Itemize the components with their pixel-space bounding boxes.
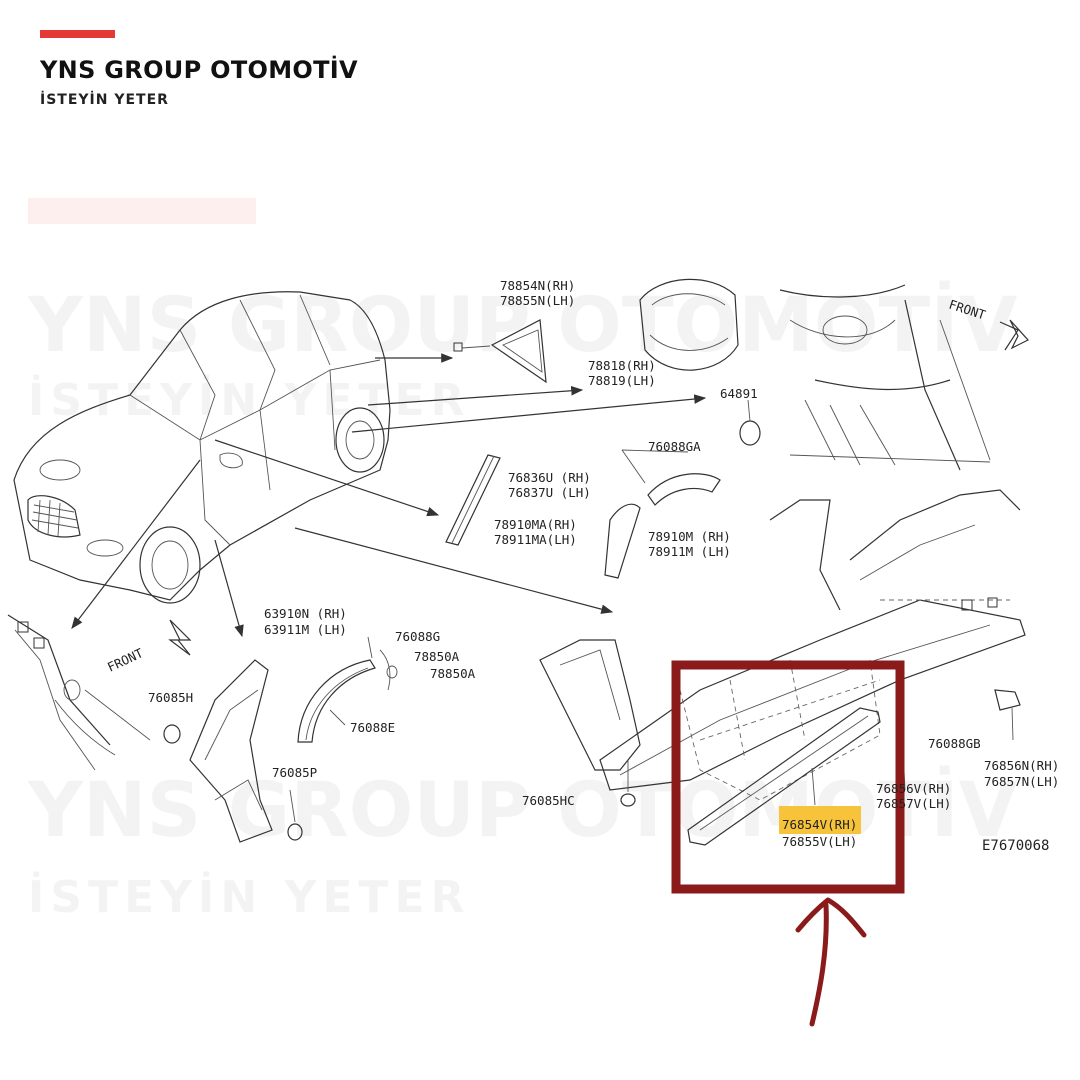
label-76088GB: 76088GB <box>928 736 981 751</box>
part-labels: 78854N(RH) 78855N(LH) 78818(RH) 78819(LH… <box>105 278 1059 854</box>
part-plug <box>739 420 761 446</box>
label-76855V: 76855V(LH) <box>782 834 857 849</box>
part-wheel-arch-liner <box>639 278 739 371</box>
label-76857V: 76857V(LH) <box>876 796 951 811</box>
label-76088GA: 76088GA <box>648 439 701 454</box>
hand-drawn-arrow <box>795 897 867 1027</box>
label-78818: 78818(RH) <box>588 358 656 373</box>
label-63910N: 63910N (RH) <box>264 606 347 621</box>
label-76088G: 76088G <box>395 629 440 644</box>
part-pillar-strip <box>445 454 501 546</box>
label-76837U: 76837U (LH) <box>508 485 591 500</box>
label-78850A-1: 78850A <box>414 649 460 664</box>
pink-strip <box>28 198 256 224</box>
detail-front-top-right <box>779 284 1029 471</box>
detail-front-left <box>7 614 192 771</box>
part-triangle-trim <box>453 319 547 384</box>
diagram-code: E7670068 <box>982 838 1049 854</box>
leader-arrows <box>71 353 707 638</box>
label-76856V: 76856V(RH) <box>876 781 951 796</box>
brand-name: YNS GROUP OTOMOTİV <box>40 56 358 84</box>
part-center-pillar <box>189 659 303 843</box>
label-63911M: 63911M (LH) <box>264 622 347 637</box>
label-76085H: 76085H <box>148 690 193 705</box>
part-fender-flare <box>297 636 398 743</box>
part-number-highlight <box>779 806 861 834</box>
label-78819: 78819(LH) <box>588 373 656 388</box>
label-76085HC: 76085HC <box>522 793 575 808</box>
label-76854V: 76854V(RH) <box>782 817 857 832</box>
label-64891: 64891 <box>720 386 758 401</box>
label-78855N: 78855N(LH) <box>500 293 575 308</box>
label-78910MA: 78910MA(RH) <box>494 517 577 532</box>
label-78911M: 78911M (LH) <box>648 544 731 559</box>
car-illustration <box>13 291 391 604</box>
label-76085P: 76085P <box>272 765 317 780</box>
label-78910M: 78910M (RH) <box>648 529 731 544</box>
label-76088E: 76088E <box>350 720 395 735</box>
rocker-sill-assembly <box>539 489 1026 846</box>
brand-tagline: İSTEYİN YETER <box>40 92 169 108</box>
part-arch-pieces <box>604 449 721 579</box>
label-78911MA: 78911MA(LH) <box>494 532 577 547</box>
brand-accent-bar <box>40 30 115 38</box>
label-78854N: 78854N(RH) <box>500 278 575 293</box>
label-76836U: 76836U (RH) <box>508 470 591 485</box>
label-76857N: 76857N(LH) <box>984 774 1059 789</box>
label-78850A-2: 78850A <box>430 666 476 681</box>
label-front-left: FRONT <box>105 645 146 675</box>
selection-frame <box>671 660 905 894</box>
label-front-top: FRONT <box>947 297 988 323</box>
label-76856N: 76856N(RH) <box>984 758 1059 773</box>
